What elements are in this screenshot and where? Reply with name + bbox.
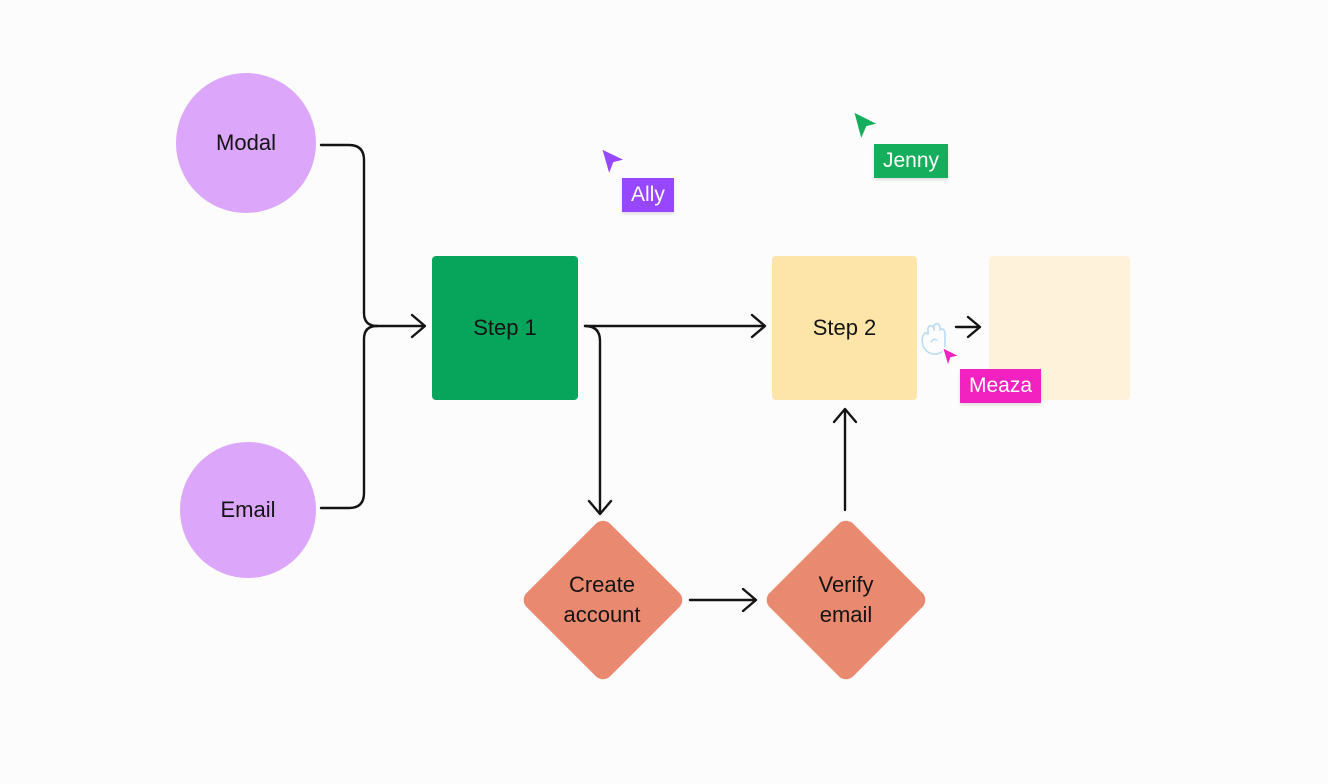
connector-modal-to-step1 [319, 143, 379, 328]
jenny-name-tag: Jenny [874, 144, 949, 178]
ally-name: Ally [631, 183, 665, 206]
node-verify-email-line-1: Verify [818, 572, 874, 597]
ally-name-tag: Ally [622, 178, 674, 212]
node-modal-label: Modal [216, 130, 276, 155]
arrowhead-create-account [587, 499, 613, 516]
node-email[interactable]: Email [180, 442, 316, 578]
node-modal[interactable]: Modal [176, 73, 316, 213]
node-create-account-label: Create account [528, 558, 676, 642]
node-step-1[interactable]: Step 1 [432, 256, 578, 400]
node-email-label: Email [220, 497, 276, 522]
node-create-account-line-2: account [563, 602, 641, 627]
connector-email-to-step1 [319, 324, 379, 510]
node-step-1-label: Step 1 [473, 315, 537, 340]
arrowhead-step2-bottom [832, 407, 858, 424]
jenny-cursor-icon [852, 110, 880, 142]
node-create-account-line-1: Create [568, 572, 636, 597]
ally-cursor-icon [600, 147, 627, 177]
arrowhead-verify-email [741, 587, 758, 613]
arrowhead-placeholder [966, 315, 982, 339]
arrowhead-step1 [410, 313, 427, 339]
arrowhead-step2 [750, 313, 767, 339]
node-verify-email-line-2: email [819, 602, 873, 627]
node-step-2-label: Step 2 [812, 315, 877, 340]
node-step-2[interactable]: Step 2 [772, 256, 917, 400]
connector-step1-to-create-account [583, 324, 602, 515]
meaza-name-tag: Meaza [960, 369, 1042, 403]
meaza-name: Meaza [969, 374, 1033, 397]
node-verify-email-label: Verify email [772, 558, 920, 642]
meaza-cursor-icon [941, 346, 961, 368]
jenny-name: Jenny [883, 149, 940, 172]
